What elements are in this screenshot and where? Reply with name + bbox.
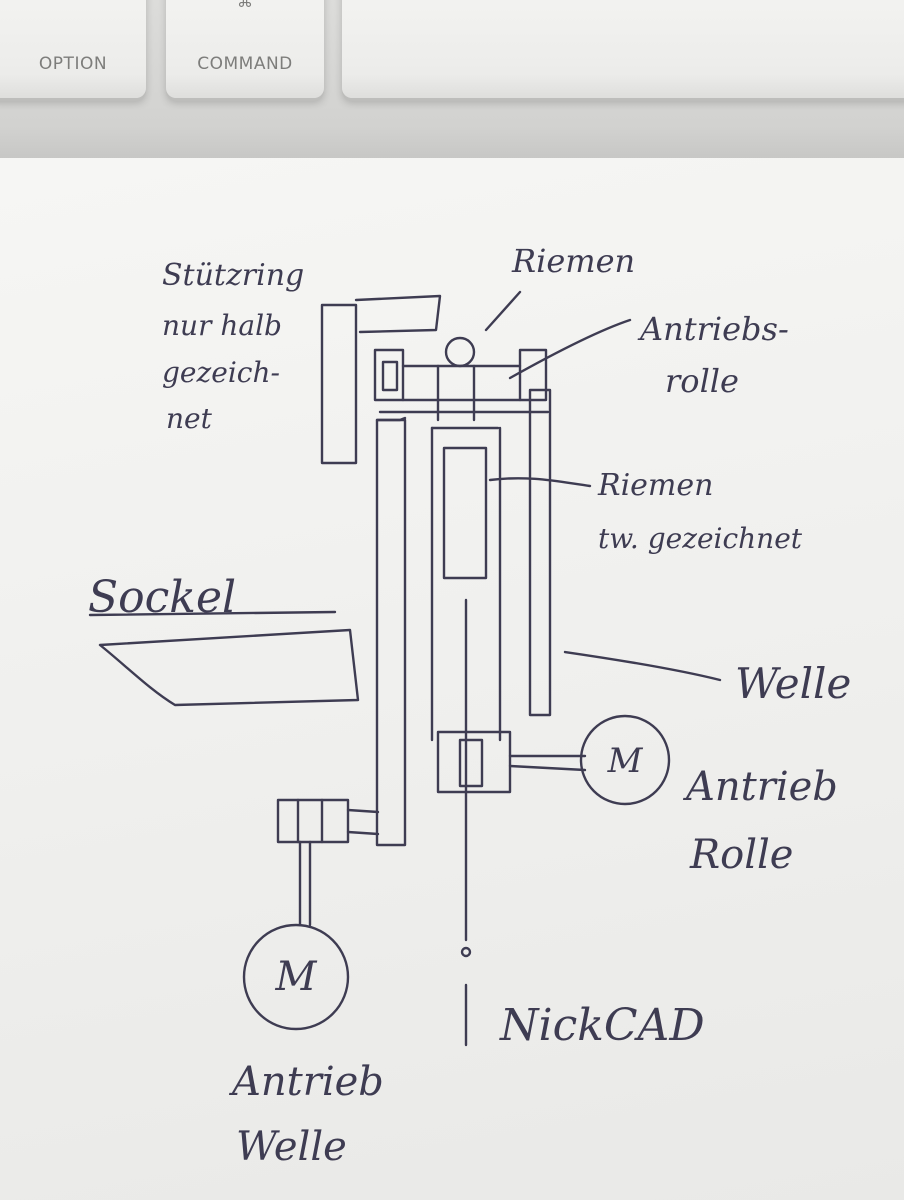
keyboard: OPTION ⌘ COMMAND	[0, 0, 904, 168]
signature-nickcad: NickCAD	[499, 1000, 705, 1051]
option-key: OPTION	[0, 0, 146, 98]
belt-cross-section	[444, 336, 476, 368]
drive-shaft-pulley	[242, 798, 380, 1031]
shaft-wall-left	[375, 416, 407, 847]
leader-lines	[484, 290, 722, 682]
label-antrieb-rolle-1: Antrieb	[682, 764, 838, 810]
paper-sheet	[0, 158, 904, 1200]
label-sockel: Sockel	[88, 572, 236, 623]
axis-dot	[460, 946, 472, 958]
label-antrieb-rolle-2: Rolle	[689, 832, 793, 878]
label-stuetzring-4: net	[166, 402, 213, 435]
label-riemen-mid-1: Riemen	[597, 468, 713, 503]
motor-symbol-left: M	[275, 954, 318, 1000]
motor-symbol-right: M	[607, 741, 644, 781]
label-antriebsrolle-2: rolle	[665, 362, 739, 400]
command-glyph-icon: ⌘	[237, 0, 253, 11]
drive-pulley-lower	[436, 714, 671, 806]
label-riemen-mid-2: tw. gezeichnet	[598, 522, 803, 555]
label-stuetzring-2: nur halb	[162, 309, 282, 342]
command-key: ⌘ COMMAND	[166, 0, 324, 98]
drive-pulley-top	[373, 348, 550, 422]
label-antriebsrolle-1: Antriebs-	[637, 310, 789, 348]
label-stuetzring-1: Stützring	[162, 258, 304, 293]
space-bar	[342, 0, 904, 98]
label-welle: Welle	[735, 659, 851, 708]
label-stuetzring-3: gezeich-	[162, 356, 280, 389]
support-ring	[320, 294, 442, 465]
shaft-wall-right	[528, 388, 552, 717]
label-antrieb-welle-2: Welle	[236, 1124, 347, 1170]
base-socket	[88, 610, 360, 707]
label-riemen-top: Riemen	[511, 242, 635, 280]
label-antrieb-welle-1: Antrieb	[228, 1059, 384, 1105]
option-key-label: OPTION	[38, 54, 108, 74]
belt-partial	[442, 446, 488, 580]
command-key-label: COMMAND	[197, 54, 293, 74]
